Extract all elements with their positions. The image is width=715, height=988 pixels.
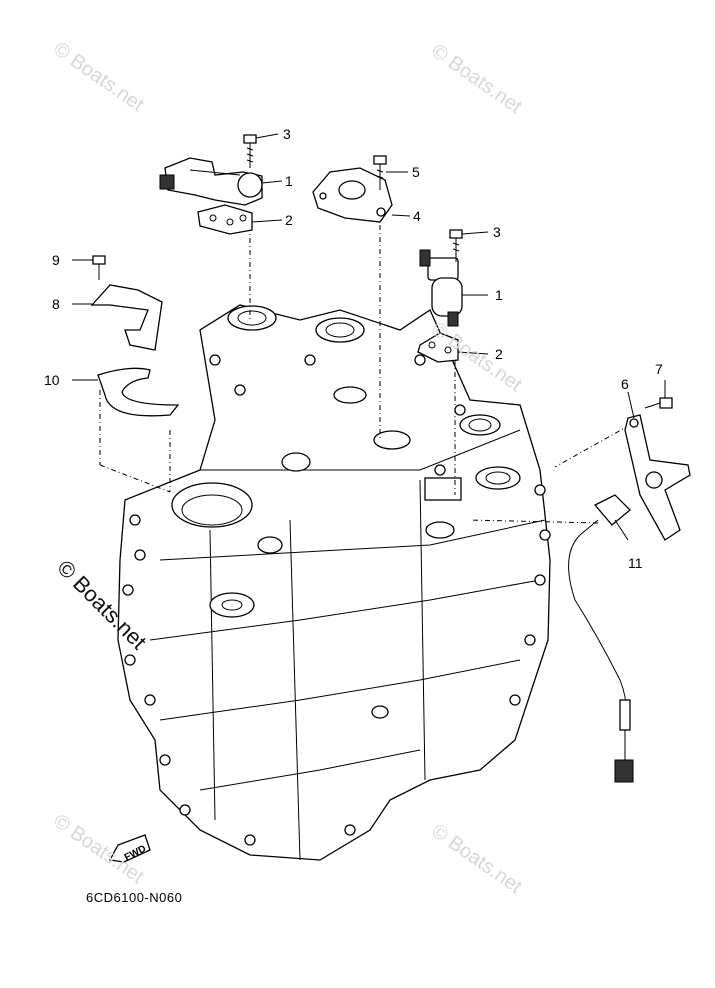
callout-11: 11 bbox=[628, 555, 643, 571]
callout-1-right: 1 bbox=[495, 287, 503, 303]
solenoid-valve-right bbox=[419, 249, 463, 327]
bracket bbox=[90, 284, 163, 351]
sensor-bracket bbox=[624, 414, 691, 541]
knock-sensor bbox=[568, 494, 634, 783]
callout-5: 5 bbox=[412, 164, 420, 180]
callout-4: 4 bbox=[413, 208, 421, 224]
callout-3-right: 3 bbox=[493, 224, 501, 240]
bolt-left bbox=[92, 255, 106, 280]
bolt-upper-left bbox=[243, 134, 257, 168]
engine-block bbox=[117, 304, 551, 861]
callout-9: 9 bbox=[52, 252, 60, 268]
leader-lines bbox=[99, 225, 631, 524]
solenoid-valve-upper bbox=[159, 157, 263, 206]
callout-leaders bbox=[72, 133, 666, 541]
part-code: 6CD6100-N060 bbox=[86, 890, 183, 905]
bolt-center bbox=[373, 155, 387, 190]
callout-3-upper: 3 bbox=[283, 126, 291, 142]
bolt-seven bbox=[644, 397, 673, 409]
gasket-upper bbox=[197, 204, 253, 235]
callout-10: 10 bbox=[44, 372, 60, 388]
callout-7: 7 bbox=[655, 361, 663, 377]
cover-plate bbox=[312, 167, 393, 223]
plate-half-ring bbox=[97, 367, 180, 417]
bolt-right bbox=[449, 229, 463, 262]
gasket-right bbox=[417, 332, 459, 363]
callout-2-right: 2 bbox=[495, 346, 503, 362]
fwd-arrow bbox=[108, 834, 151, 863]
callout-2-upper: 2 bbox=[285, 212, 293, 228]
callout-1-upper: 1 bbox=[285, 173, 293, 189]
callout-8: 8 bbox=[52, 296, 60, 312]
callout-6: 6 bbox=[621, 376, 629, 392]
